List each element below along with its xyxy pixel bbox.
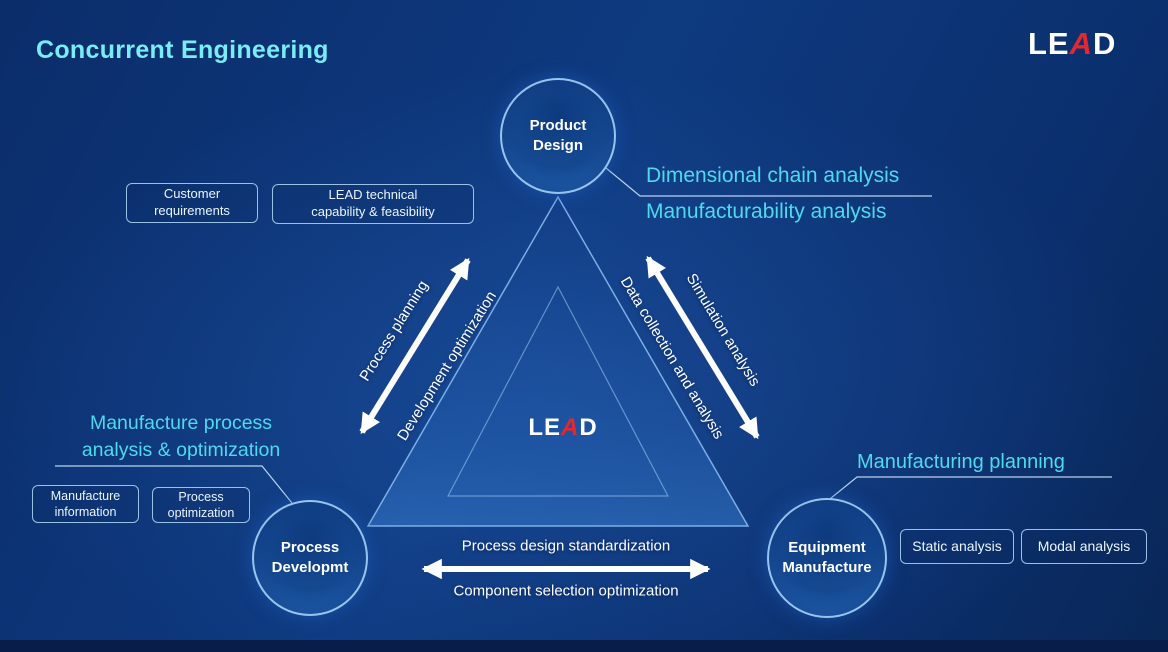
box-manufacture-information: Manufacture information bbox=[32, 485, 139, 523]
arrow-right bbox=[645, 255, 760, 440]
arrow-left bbox=[359, 257, 471, 435]
node-equipment-manufacture: Equipment Manufacture bbox=[767, 498, 887, 618]
box-lead-technical-line1: LEAD technical bbox=[328, 187, 418, 203]
node-equipment-manufacture-line1: Equipment bbox=[788, 538, 866, 556]
box-modal-analysis: Modal analysis bbox=[1021, 529, 1147, 564]
logo-text-le: LE bbox=[1028, 26, 1070, 61]
node-process-development: Process Developmt bbox=[252, 500, 368, 616]
inner-triangle bbox=[447, 285, 669, 497]
box-customer-requirements: Customer requirements bbox=[126, 183, 258, 223]
annotation-manufacture-process-line1: Manufacture process bbox=[89, 412, 273, 434]
box-lead-technical: LEAD technical capability & feasibility bbox=[272, 184, 474, 224]
center-logo-text-le: LE bbox=[528, 414, 561, 441]
node-product-design-line2: Design bbox=[532, 137, 583, 154]
box-lead-technical-line2: capability & feasibility bbox=[311, 204, 435, 219]
box-customer-line2: requirements bbox=[154, 203, 230, 218]
annotation-dimensional-chain: Dimensional chain analysis bbox=[646, 164, 900, 187]
leader-line-equipment-manufacture bbox=[819, 476, 1112, 508]
box-process-optimization-line2: optimization bbox=[167, 506, 235, 520]
leader-line-product-design bbox=[605, 167, 932, 197]
node-product-design-line1: Product bbox=[529, 116, 587, 134]
box-static-analysis-label: Static analysis bbox=[912, 538, 1002, 555]
box-manufacture-information-line1: Manufacture bbox=[50, 488, 121, 503]
center-logo-text-d: D bbox=[579, 414, 598, 441]
box-process-optimization-line1: Process bbox=[178, 489, 224, 504]
box-customer-line1: Customer bbox=[163, 186, 221, 202]
box-modal-analysis-label: Modal analysis bbox=[1037, 538, 1131, 555]
leader-line-process-development bbox=[55, 465, 293, 504]
lead-center-logo: LEAD bbox=[528, 414, 597, 442]
arrow-label-process-design-standardization: Process design standardization bbox=[461, 537, 671, 555]
box-static-analysis: Static analysis bbox=[900, 529, 1014, 564]
annotation-manufacturing-planning: Manufacturing planning bbox=[857, 451, 1065, 473]
lead-brand-logo: LEAD bbox=[1028, 26, 1116, 62]
node-product-design: Product Design bbox=[500, 78, 616, 194]
annotation-manufacture-process: Manufacture process analysis & optimizat… bbox=[48, 410, 314, 465]
logo-text-d: D bbox=[1093, 26, 1117, 61]
node-process-development-line2: Developmt bbox=[271, 559, 349, 576]
annotation-manufacture-process-line2: analysis & optimization bbox=[81, 439, 281, 462]
outer-triangle bbox=[366, 195, 750, 527]
arrow-label-component-selection-optimization: Component selection optimization bbox=[453, 582, 679, 600]
box-process-optimization: Process optimization bbox=[152, 487, 250, 523]
box-manufacture-information-line2: information bbox=[54, 505, 117, 519]
annotation-manufacturability: Manufacturability analysis bbox=[646, 200, 887, 223]
bottom-strip bbox=[0, 640, 1168, 652]
page-title: Concurrent Engineering bbox=[36, 36, 329, 64]
node-process-development-line1: Process bbox=[280, 538, 340, 556]
center-logo-red-a: A bbox=[560, 414, 580, 441]
node-equipment-manufacture-line2: Manufacture bbox=[782, 559, 872, 576]
logo-red-a: A bbox=[1069, 26, 1094, 61]
